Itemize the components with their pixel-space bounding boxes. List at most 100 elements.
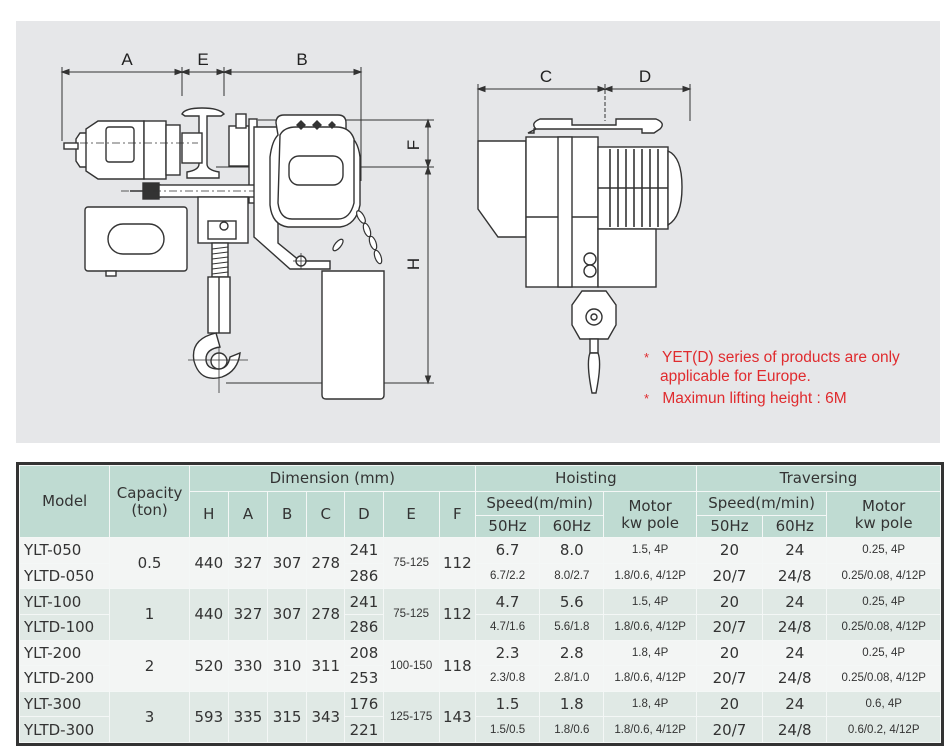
note-bullet: * [644,350,650,365]
hoisting-50hz-cell: 2.3/0.8 [474,665,541,692]
traversing-60hz-cell: 24 [762,639,828,667]
header-dimension: Dimension (mm) [188,465,476,492]
hoisting-50hz-cell: 4.7 [474,588,541,615]
model-cell: YLTD-300 [18,716,111,743]
hoisting-60hz-cell: 5.6 [539,588,605,615]
traversing-50hz-cell: 20/7 [695,665,764,692]
hoisting-50hz-cell: 2.3 [474,639,541,667]
traversing-50hz-cell: 20 [695,639,764,667]
dim-f-cell: 112 [438,536,476,590]
header-capacity: Capacity (ton) [109,465,190,538]
header-model: Model [18,465,111,538]
dim-a-cell: 327 [227,536,269,590]
dim-a-cell: 330 [227,639,269,692]
dim-d-cell: 286 [344,562,384,590]
hoisting-50hz-cell: 6.7/2.2 [474,562,541,590]
header-traversing-motor: Motor kw pole [826,491,941,538]
traversing-60hz-cell: 24/8 [762,716,828,743]
traversing-motor-cell: 0.25, 4P [826,588,941,615]
dim-d-cell: 221 [344,716,384,743]
hoisting-50hz-cell: 1.5/0.5 [474,716,541,743]
capacity-cell: 3 [109,690,190,744]
traversing-motor-cell: 0.6, 4P [826,690,941,718]
header-dim-f: F [438,491,476,538]
traversing-60hz-cell: 24 [762,690,828,718]
model-cell: YLT-200 [18,639,111,667]
dimension-label-b: B [296,50,307,69]
dim-d-cell: 286 [344,613,384,641]
dim-b-cell: 310 [267,639,308,692]
dim-b-cell: 307 [267,536,308,590]
dimension-label-f: F [404,140,423,150]
dim-h-cell: 440 [188,588,229,641]
hoisting-50hz-cell: 1.5 [474,690,541,718]
dim-c-cell: 278 [306,588,346,641]
note-line: Maximun lifting height : 6M [662,390,847,407]
traversing-60hz-cell: 24/8 [762,613,828,641]
dim-d-cell: 241 [344,588,384,615]
header-dim-a: A [227,491,269,538]
header-hoisting-motor: Motor kw pole [603,491,697,538]
note-line: YET(D) series of products are only [662,349,900,366]
dim-c-cell: 343 [306,690,346,744]
model-cell: YLT-050 [18,537,111,564]
traversing-60hz-cell: 24/8 [762,562,828,590]
dim-b-cell: 307 [267,588,308,641]
dimension-label-a: A [121,50,133,69]
header-motor-line1: Motor [862,496,906,515]
header-traversing: Traversing [695,465,942,492]
dim-e-cell: 75-125 [382,536,440,590]
capacity-cell: 2 [109,639,190,692]
spec-table: Model Capacity (ton) Dimension (mm) Hois… [18,465,942,744]
side-view-hoist [477,118,683,394]
traversing-50hz-cell: 20/7 [695,716,764,743]
dim-a-cell: 335 [227,690,269,744]
dim-c-cell: 278 [306,536,346,590]
header-motor-line2: kw pole [621,513,680,532]
model-cell: YLTD-200 [18,665,111,692]
header-hoisting-50hz: 50Hz [474,515,541,538]
dim-d-cell: 253 [344,665,384,692]
traversing-60hz-cell: 24 [762,588,828,615]
hoisting-60hz-cell: 1.8 [539,690,605,718]
hoisting-50hz-cell: 4.7/1.6 [474,613,541,641]
dimension-label-e: E [197,50,208,69]
hoisting-50hz-cell: 6.7 [474,537,541,564]
dim-h-cell: 593 [188,690,229,744]
hoisting-60hz-cell: 8.0 [539,537,605,564]
hoisting-60hz-cell: 5.6/1.8 [539,613,605,641]
hoist-dimension-drawing: A E B F H [60,50,692,400]
dim-h-cell: 520 [188,639,229,692]
dimension-label-h: H [404,258,423,270]
dim-d-cell: 176 [344,690,384,718]
note-lifting-height: * Maximun lifting height : 6M [644,389,847,408]
hoisting-motor-cell: 1.8, 4P [603,690,697,718]
hoisting-60hz-cell: 2.8/1.0 [539,665,605,692]
front-view-hoist [63,107,385,400]
hoisting-motor-cell: 1.8, 4P [603,639,697,667]
traversing-motor-cell: 0.25/0.08, 4/12P [826,665,941,692]
traversing-50hz-cell: 20 [695,537,764,564]
header-hoisting-60hz: 60Hz [539,515,605,538]
note-europe: * YET(D) series of products are only app… [644,348,900,386]
traversing-motor-cell: 0.25/0.08, 4/12P [826,613,941,641]
header-motor-line2: kw pole [854,513,913,532]
header-dim-h: H [188,491,229,538]
hoisting-motor-cell: 1.8/0.6, 4/12P [603,665,697,692]
header-traversing-50hz: 50Hz [695,515,764,538]
dim-e-cell: 100-150 [382,639,440,692]
header-capacity-line1: Capacity [116,483,183,502]
model-cell: YLT-100 [18,588,111,615]
header-traversing-speed: Speed(m/min) [695,491,828,516]
traversing-50hz-cell: 20/7 [695,562,764,590]
model-cell: YLT-300 [18,690,111,718]
spec-table-container: Model Capacity (ton) Dimension (mm) Hois… [16,462,944,746]
capacity-cell: 0.5 [109,536,190,590]
traversing-60hz-cell: 24/8 [762,665,828,692]
traversing-50hz-cell: 20/7 [695,613,764,641]
